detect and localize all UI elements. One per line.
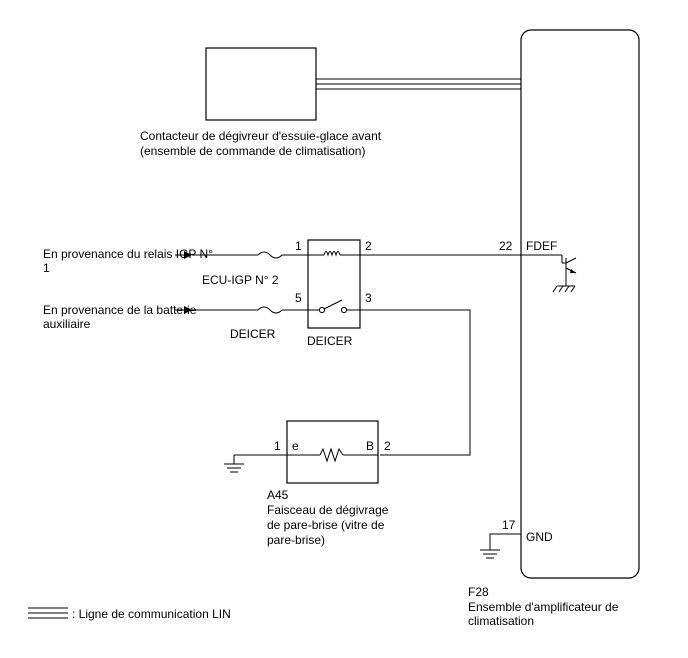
ground-icon-transistor: [552, 280, 576, 293]
relay-pin-5: 5: [295, 291, 302, 305]
heater-pin-b: B: [366, 439, 374, 453]
transistor-icon: [521, 254, 577, 280]
amp-pin-gnd-label: GND: [526, 530, 553, 544]
heater-label-line3: pare-brise): [267, 533, 325, 547]
wire-relay3-to-heater: [360, 309, 471, 456]
switch-label-line2: (ensemble de commande de climatisation): [140, 144, 365, 158]
from-igp-label-line2: 1: [43, 261, 50, 275]
resistor-icon: [287, 447, 378, 463]
fuse-deicer-label: DEICER: [230, 327, 276, 341]
amp-code: F28: [468, 585, 489, 599]
relay-switch-contact-icon: [308, 299, 360, 314]
heater-code: A45: [267, 488, 289, 502]
relay-coil-icon: [308, 251, 360, 257]
amp-pin-17: 17: [502, 518, 516, 532]
amp-label-line1: Ensemble d'amplificateur de: [468, 600, 619, 614]
ac-amplifier-box: [520, 29, 640, 579]
heater-pin-1: 1: [274, 439, 281, 453]
switch-label-line1: Contacteur de dégivreur d'essuie-glace a…: [140, 129, 382, 143]
from-igp-relay-arrow: [175, 251, 192, 259]
relay-pin-3: 3: [365, 291, 372, 305]
amp-label-line2: climatisation: [468, 614, 534, 628]
heater-pin-2: 2: [384, 439, 391, 453]
amp-pin-22: 22: [499, 239, 513, 253]
from-battery-label-line2: auxiliaire: [43, 317, 91, 331]
from-igp-label-line1: En provenance du relais IGP N°: [43, 247, 213, 261]
ground-icon-heater: [224, 454, 287, 473]
relay-pin-1: 1: [295, 239, 302, 253]
amp-pin-fdef-label: FDEF: [526, 239, 557, 253]
from-battery-arrow: [175, 306, 192, 314]
heater-label-line2: de pare-brise (vitre de: [267, 518, 385, 532]
fuse-deicer-symbol: [257, 306, 283, 314]
ground-icon-amplifier: [480, 533, 521, 559]
fuse-ecu-igp-label: ECU-IGP N° 2: [202, 273, 279, 287]
relay-pin-2: 2: [365, 239, 372, 253]
relay-deicer-label: DEICER: [307, 334, 353, 348]
fuse-ecu-igp-symbol: [257, 251, 283, 259]
deicer-switch-box: [205, 47, 317, 121]
deicer-relay-box: [307, 239, 361, 329]
lin-communication-line: [316, 78, 521, 90]
legend-label: : Ligne de communication LIN: [72, 607, 231, 621]
legend-lin-line-symbol: [28, 607, 68, 619]
heater-label-line1: Faisceau de dégivrage: [267, 503, 389, 517]
from-battery-label-line1: En provenance de la batterie: [43, 303, 197, 317]
heater-pin-e: e: [292, 439, 299, 453]
